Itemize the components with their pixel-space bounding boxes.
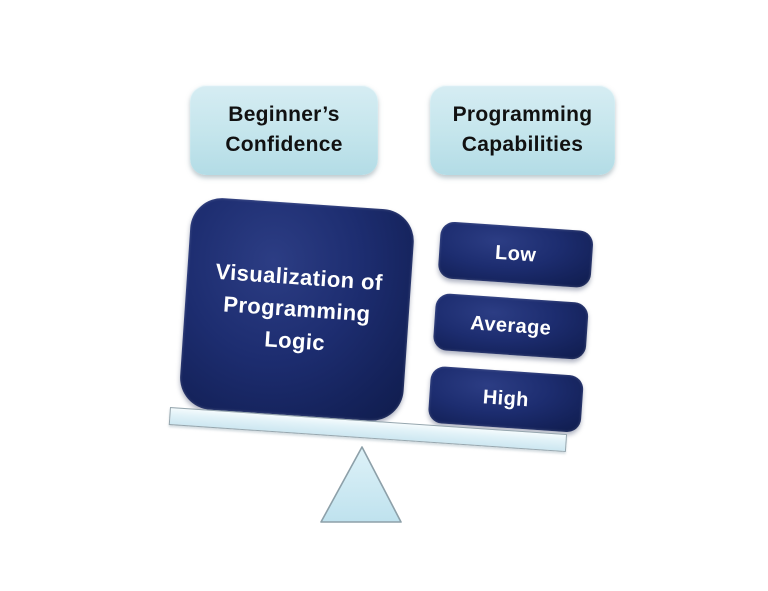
- visualization-of-programming-logic-box: Visualization of Programming Logic: [177, 196, 416, 423]
- big-box-line: Logic: [263, 326, 326, 356]
- label-box-programming-capabilities: Programming Capabilities: [430, 85, 615, 175]
- level-box-average: Average: [432, 292, 590, 361]
- label-line: Confidence: [225, 133, 343, 156]
- label-line: Beginner’s: [228, 103, 340, 126]
- label-line: Capabilities: [461, 133, 584, 156]
- label-box-beginners-confidence: Beginner’s Confidence: [190, 85, 378, 175]
- seesaw-tilt-group: Visualization of Programming Logic Low A…: [168, 195, 594, 454]
- fulcrum-triangle-icon: [320, 446, 402, 523]
- label-line: Programming: [452, 103, 593, 126]
- level-box-high: High: [427, 365, 585, 433]
- level-label: High: [482, 386, 530, 412]
- level-label: Low: [494, 241, 537, 267]
- level-box-low: Low: [437, 221, 594, 289]
- level-label: Average: [469, 312, 552, 340]
